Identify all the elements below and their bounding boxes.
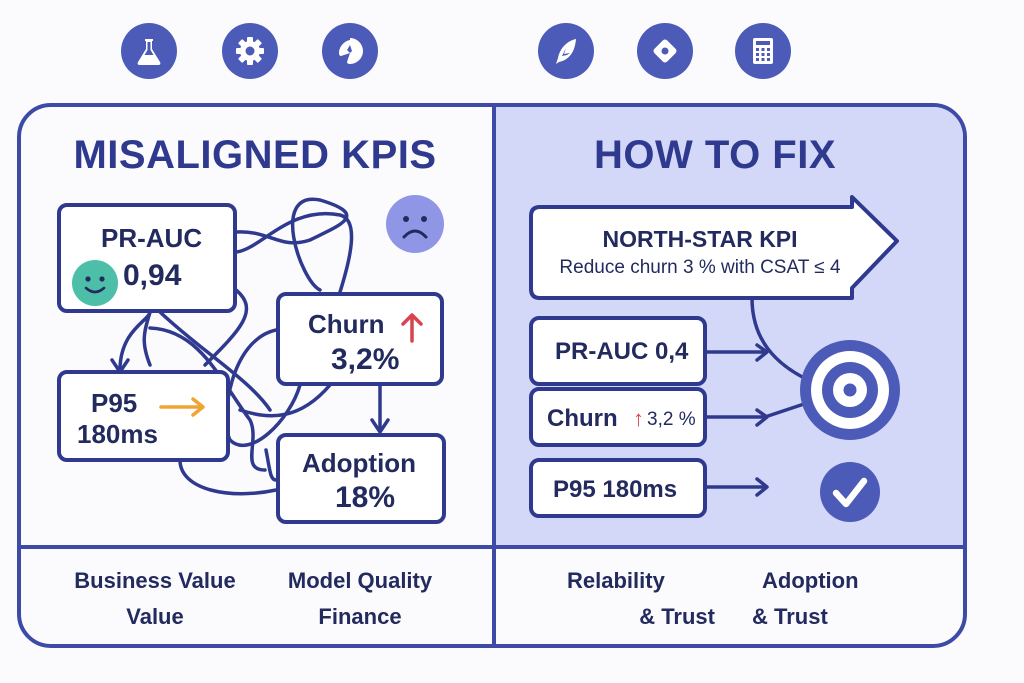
kpi-label: Churn: [308, 309, 385, 339]
metric-card-churn: Churn ↑ 3,2 %: [529, 387, 707, 447]
north-star-title: NORTH-STAR KPI: [602, 226, 798, 252]
kpi-value: 18%: [335, 481, 396, 514]
footer-line: Business Value: [74, 568, 236, 593]
flask-icon: [137, 39, 161, 65]
metric-trend-up-icon: ↑: [633, 406, 644, 431]
footer-line: & Trust: [639, 604, 715, 629]
metric-value: 3,2 %: [647, 409, 696, 430]
calculator-icon-badge: [735, 23, 791, 79]
trend-up-arrow-icon: [401, 313, 423, 343]
compass-icon-badge: [322, 23, 378, 79]
kpi-value: 180ms: [77, 419, 158, 449]
metric-label: Churn: [547, 405, 618, 432]
footer-line: Relability: [567, 568, 665, 593]
footer-line: Adoption: [762, 568, 859, 593]
footer-label-business-value: Business Value Value: [50, 563, 260, 635]
compass-icon: [339, 38, 363, 64]
footer-line: Finance: [318, 604, 402, 629]
kpi-label: P95: [91, 388, 138, 418]
kpi-card-adoption: Adoption 18%: [276, 433, 446, 524]
metric-card-pr-auc: PR-AUC 0,4: [529, 316, 707, 386]
footer-label-model-quality: Model Quality Finance: [260, 563, 460, 635]
sad-face-icon: [386, 195, 444, 253]
calculator-icon: [753, 38, 773, 64]
horizontal-divider: [21, 545, 963, 549]
kpi-card-p95: P95 180ms: [57, 370, 230, 462]
footer-line: & Trust: [752, 604, 828, 629]
diamond-icon-badge: [637, 23, 693, 79]
feather-icon: [556, 39, 576, 64]
feather-icon-badge: [538, 23, 594, 79]
footer-line: Value: [126, 604, 184, 629]
gear-icon-badge: [222, 23, 278, 79]
vertical-divider: [492, 107, 496, 644]
kpi-value: 3,2%: [331, 343, 400, 376]
footer-label-adoption: Adoption & Trust: [740, 563, 890, 635]
kpi-card-churn: Churn 3,2%: [276, 292, 444, 386]
metric-label: PR-AUC 0,4: [555, 338, 689, 365]
footer-label-reliability: Relability & Trust: [545, 563, 715, 635]
right-panel-title: HOW TO FIX: [593, 133, 837, 177]
north-star-subtitle: Reduce churn 3 % with CSAT ≤ 4: [559, 257, 841, 278]
flask-icon-badge: [121, 23, 177, 79]
metric-card-p95: P95 180ms: [529, 458, 707, 518]
kpi-card-pr-auc: PR-AUC 0,94: [57, 203, 237, 313]
footer-line: Model Quality: [287, 568, 433, 593]
metric-label: P95 180ms: [553, 476, 678, 503]
diamond-icon: [653, 39, 677, 63]
kpi-label: Adoption: [302, 448, 417, 478]
happy-face-icon: [72, 260, 118, 306]
kpi-label: PR-AUC: [101, 223, 203, 253]
kpi-value: 0,94: [123, 259, 182, 292]
left-panel-title: MISALIGNED KPIS: [73, 133, 437, 177]
trend-right-arrow-icon: [159, 397, 205, 417]
gear-icon: [236, 37, 264, 65]
